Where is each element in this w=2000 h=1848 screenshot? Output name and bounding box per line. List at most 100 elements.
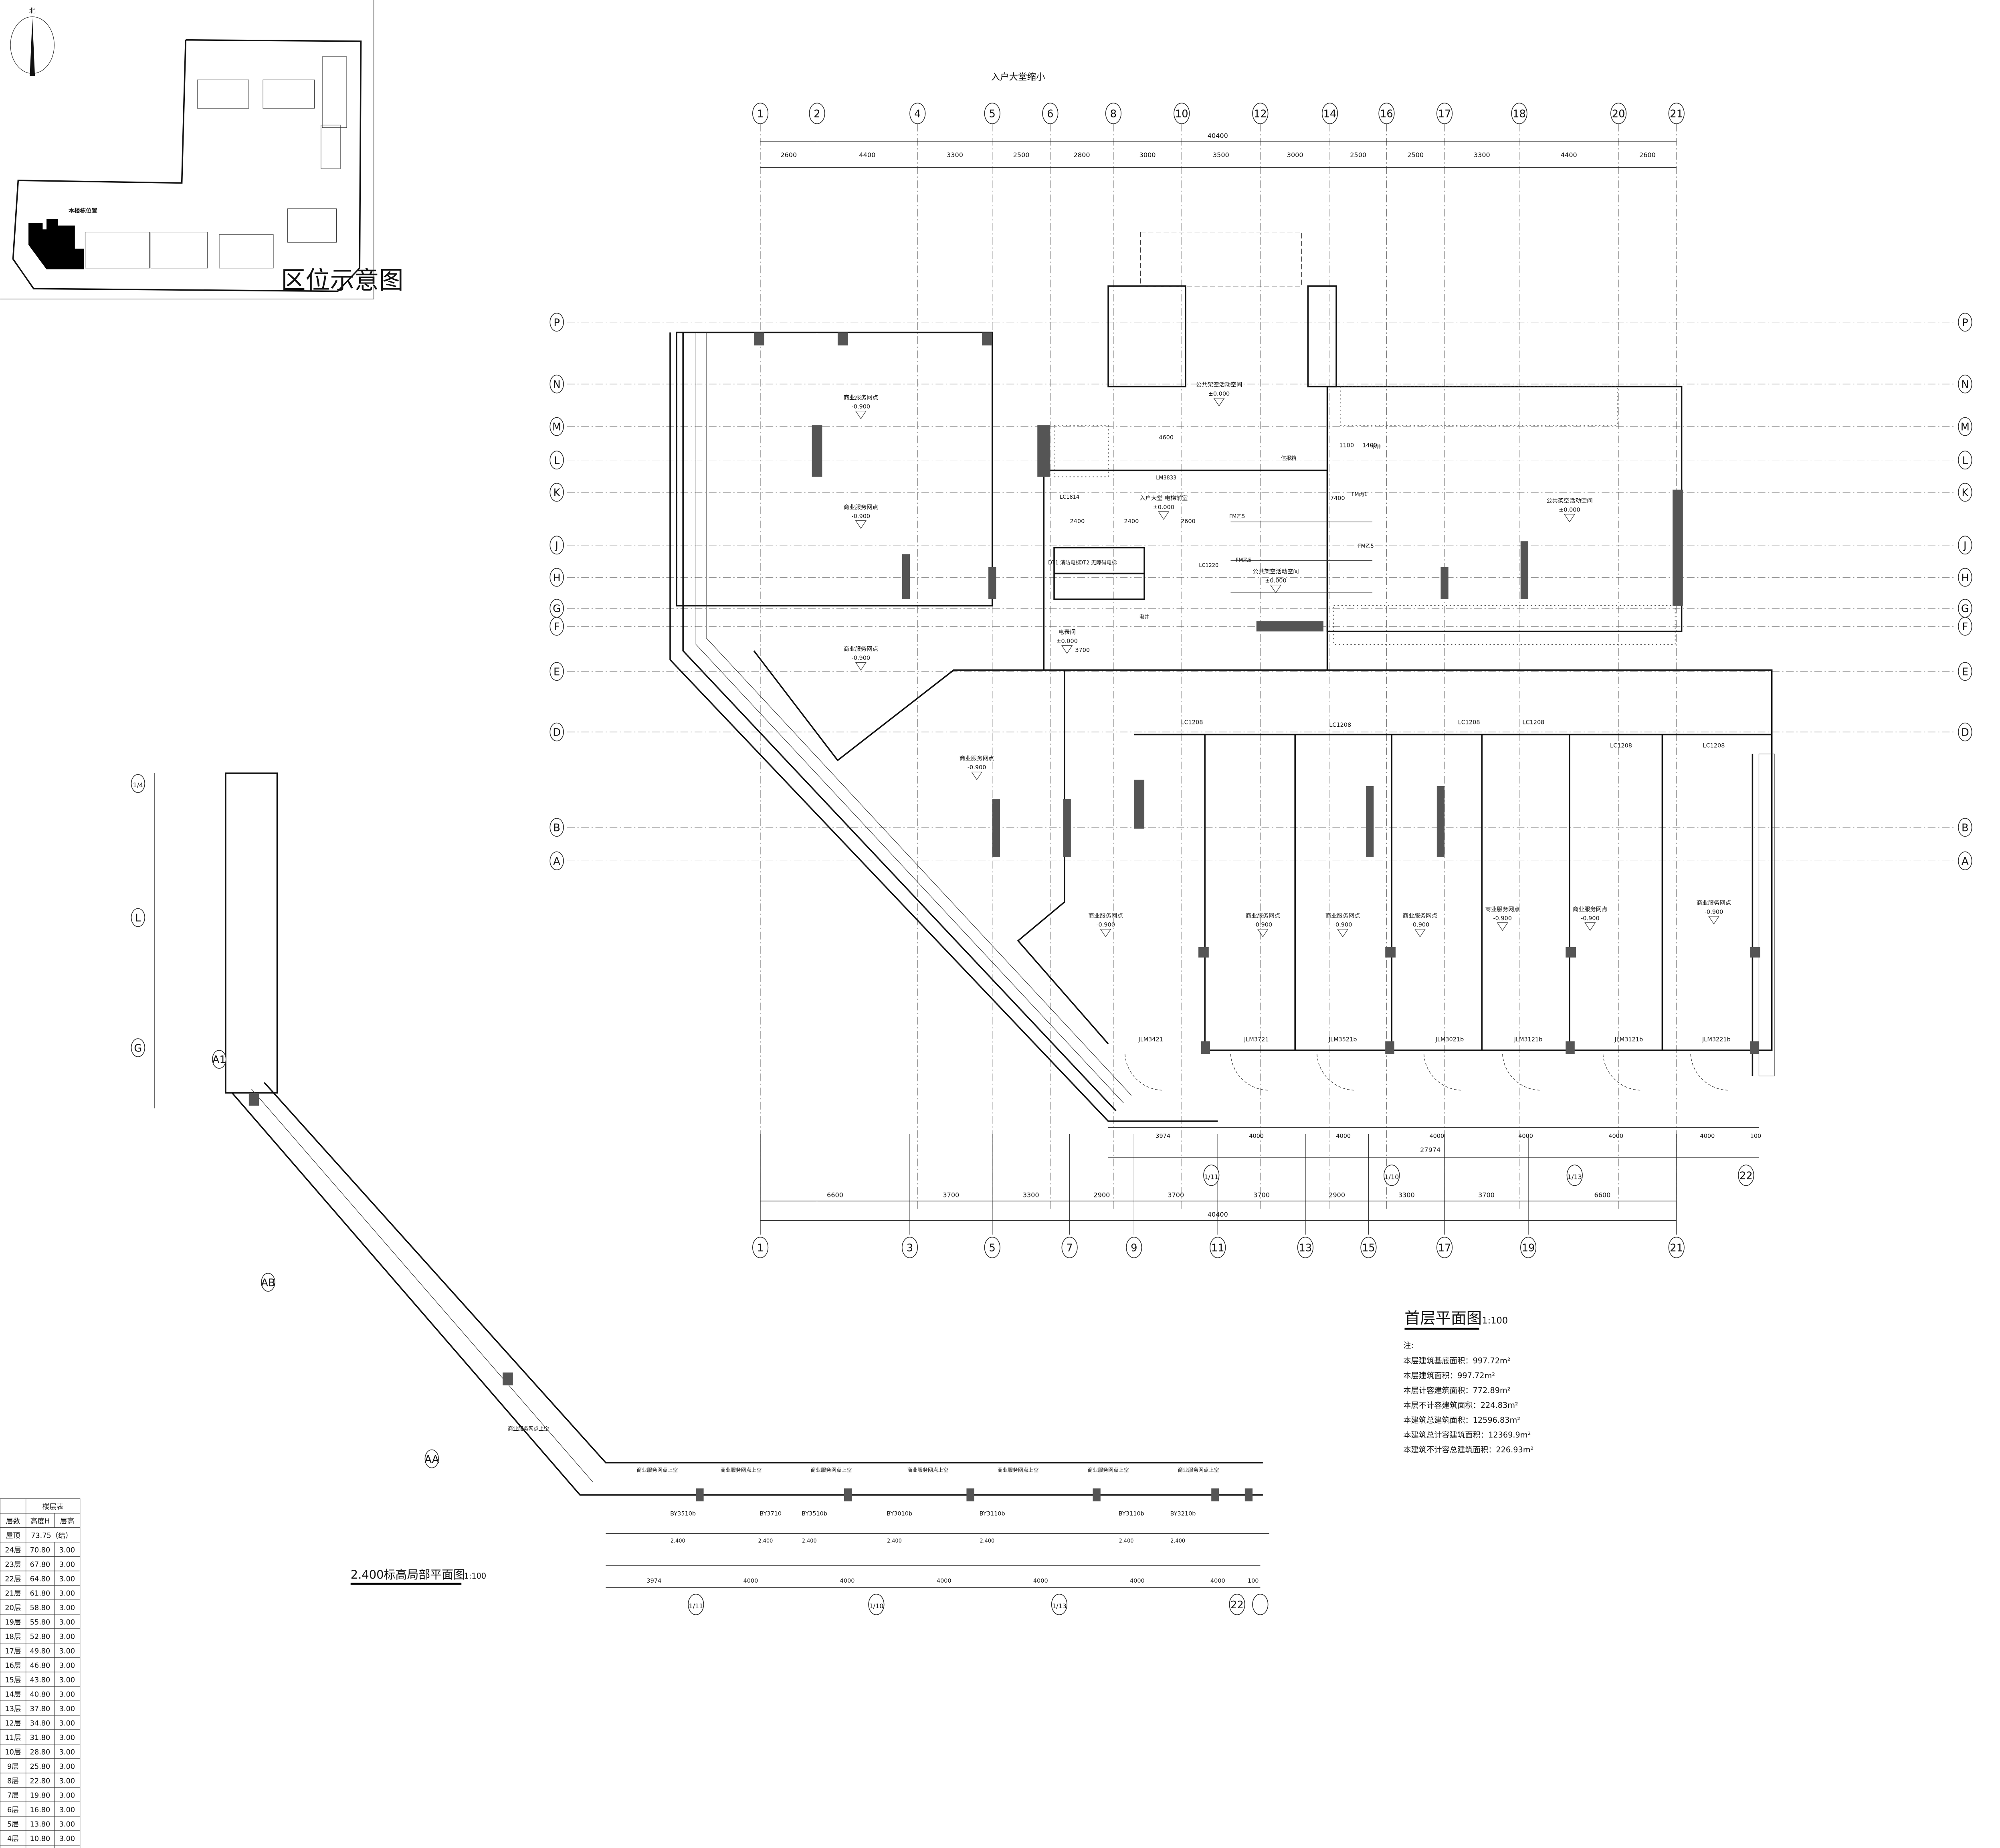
- door-swing: [1690, 1054, 1729, 1091]
- level-marker-icon: [1270, 584, 1282, 593]
- level-marker-icon: [1100, 929, 1111, 938]
- top-dimension: 3000: [1287, 151, 1303, 159]
- core-dimension: 1100: [1339, 443, 1354, 449]
- axis-label: F: [1962, 621, 1968, 633]
- floor-table-cell: 20层: [5, 1604, 21, 1612]
- door-tag: JLM3721: [1244, 1037, 1269, 1043]
- floor-table-cell: 3.00: [59, 1619, 75, 1627]
- axis-label: 1/10: [1384, 1173, 1399, 1181]
- core-label: DT2 无障碍电梯: [1079, 560, 1117, 566]
- partial-dimension: 4000: [1130, 1578, 1145, 1584]
- core-dimension: 4600: [1159, 435, 1174, 441]
- axis-label: H: [553, 572, 560, 584]
- axis-label: 2: [814, 108, 820, 120]
- axis-bubble: [1321, 103, 1338, 124]
- axis-bubble: [752, 103, 769, 124]
- axis-label: G: [1961, 603, 1969, 615]
- top-dimension: 2600: [780, 151, 797, 159]
- building-location-label: 本楼栋位置: [69, 207, 97, 214]
- floor-table-cell: 12层: [5, 1720, 21, 1728]
- axis-bubble: [1126, 1237, 1142, 1258]
- axis-label: K: [554, 487, 561, 499]
- window-tag: BY3510b: [670, 1511, 696, 1517]
- window-tag: BY3110b: [980, 1511, 1005, 1517]
- axis-label: 19: [1522, 1242, 1535, 1254]
- floor-table-cell: 5层: [7, 1821, 19, 1829]
- level-label: 2.400: [980, 1538, 994, 1544]
- axis-bubble: [549, 818, 564, 837]
- door-tag: JLM3121b: [1514, 1037, 1543, 1043]
- axis-bubble: [1958, 451, 1972, 469]
- floor-table-cell: 24层: [5, 1547, 21, 1555]
- axis-bubble: [1042, 103, 1059, 124]
- main-plan-walls: [669, 232, 1775, 1122]
- level-label: 2.400: [802, 1538, 817, 1544]
- level-marker-icon: [1497, 922, 1508, 931]
- floor-table-cell: 34.80: [30, 1720, 51, 1728]
- floor-table-cell: 3.00: [59, 1720, 75, 1728]
- shop-partitions: [1134, 734, 1772, 1076]
- floor-table-cell: 3.00: [59, 1648, 75, 1656]
- axis-label: 17: [1438, 108, 1451, 120]
- axis-label: 4: [914, 108, 921, 120]
- axis-label: 1/11: [1204, 1173, 1218, 1181]
- level-label: 2.400: [671, 1538, 685, 1544]
- partial-dimension: 4000: [1210, 1578, 1225, 1584]
- floor-table-cell: 3.00: [59, 1590, 75, 1598]
- room-name: 商业服务网点: [1403, 912, 1438, 919]
- room-level: -0.900: [1333, 922, 1352, 928]
- axis-label: E: [1962, 666, 1968, 678]
- axis-bubble: [809, 103, 825, 124]
- room-level: ±0.000: [1208, 391, 1230, 397]
- axis-bubble: [1958, 313, 1972, 332]
- axis-label: 1/13: [1568, 1173, 1582, 1181]
- site-boundary: [12, 39, 362, 292]
- axis-bubble: [909, 103, 926, 124]
- bottom-total-dimension: 40400: [1208, 1211, 1228, 1218]
- axis-bubble: [984, 1237, 1000, 1258]
- door-tag: JLM3121b: [1614, 1037, 1643, 1043]
- axis-label: AB: [261, 1277, 275, 1289]
- axis-bubble: [1958, 722, 1972, 742]
- axis-bubble: [549, 851, 564, 870]
- floor-table-cell: 16.80: [30, 1806, 51, 1814]
- axis-bubble: [549, 617, 564, 636]
- floor-table-cell: 7层: [7, 1792, 19, 1800]
- axis-bubble: [1958, 662, 1972, 681]
- axis-label: 1: [757, 108, 764, 120]
- floor-table-cell: 40.80: [30, 1691, 51, 1699]
- level-label: 2.400: [758, 1538, 773, 1544]
- axis-label: 9: [1131, 1242, 1137, 1254]
- north-label: 北: [29, 7, 36, 14]
- axis-bubble: [549, 374, 564, 394]
- axis-label: AA: [424, 1454, 439, 1466]
- axis-bubble: [1958, 568, 1972, 587]
- area-note: 本层建筑基底面积：997.72m²: [1403, 1356, 1510, 1365]
- axis-label: M: [552, 421, 561, 433]
- door-swing: [1602, 1054, 1642, 1091]
- lobby-note: 入户大堂缩小: [991, 72, 1045, 82]
- core-label: 电井: [1139, 614, 1149, 620]
- floor-table-cell: 3.00: [59, 1691, 75, 1699]
- room-name: 商业服务网点: [960, 755, 994, 762]
- main-plan-title: 首层平面图: [1404, 1310, 1482, 1328]
- shop-front-dimension: 4000: [1518, 1133, 1533, 1140]
- axis-label: E: [554, 666, 560, 678]
- floor-table-cell: 9层: [7, 1763, 19, 1771]
- partial-plan-scale: 1:100: [464, 1571, 487, 1581]
- axis-label: 21: [1670, 1242, 1683, 1254]
- axis-label: 22: [1739, 1170, 1753, 1182]
- level-label: 2.400: [1170, 1538, 1185, 1544]
- axis-label: N: [553, 379, 560, 391]
- axis-label: A: [553, 855, 560, 867]
- site-buildings: [85, 56, 347, 269]
- floor-table-cell: 屋顶: [6, 1532, 20, 1540]
- axis-label: 15: [1362, 1242, 1375, 1254]
- window-tag: LC1208: [1522, 720, 1544, 726]
- top-dimension: 4400: [1561, 151, 1577, 159]
- core-label: LC1220: [1199, 563, 1218, 569]
- core-dimension: 2600: [1181, 518, 1196, 525]
- axis-bubble: [1958, 818, 1972, 837]
- axis-bubble: [1174, 103, 1190, 124]
